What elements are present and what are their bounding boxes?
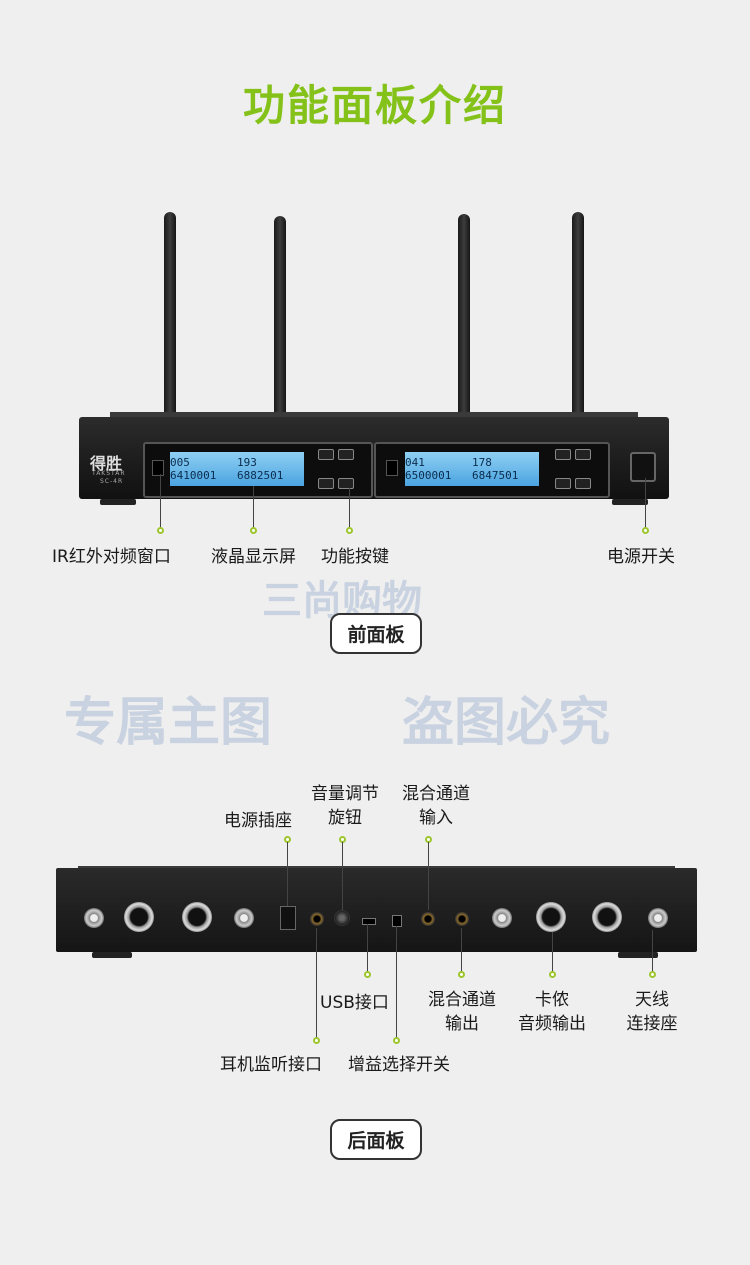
- mix-output-jack: [455, 912, 469, 926]
- rear-panel-image: [0, 860, 750, 960]
- button-right-4[interactable]: [575, 478, 591, 489]
- xlr-output-c: [182, 902, 212, 932]
- button-right-3[interactable]: [555, 478, 571, 489]
- ir-window: [152, 460, 164, 476]
- button-left-2[interactable]: [338, 449, 354, 460]
- label-volume-knob-line2: 旋钮: [328, 808, 362, 828]
- label-antenna-socket-line1: 天线: [635, 990, 669, 1010]
- lcd-right-ch2: 178 6847501: [472, 456, 519, 482]
- ir-window-right: [386, 460, 398, 476]
- callout-dot-power-switch: [642, 527, 649, 534]
- lcd-left-ch1: 005 6410001: [170, 456, 217, 482]
- label-xlr-out-line1: 卡侬: [535, 990, 569, 1010]
- rear-chassis: [56, 868, 697, 952]
- button-right-2[interactable]: [575, 449, 591, 460]
- brand-logo: 得胜: [90, 454, 123, 473]
- label-headphone: 耳机监听接口: [220, 1055, 322, 1075]
- label-power-switch: 电源开关: [607, 547, 675, 567]
- callout-dot-lcd: [250, 527, 257, 534]
- callout-dot-ir: [157, 527, 164, 534]
- antenna-socket-b2: [492, 908, 512, 928]
- button-right-1[interactable]: [555, 449, 571, 460]
- antenna-socket-b: [84, 908, 104, 928]
- front-panel-image: 得胜 TAKSTAR SC-4R 005 6410001 193 6882501…: [0, 0, 750, 520]
- antenna-3: [458, 214, 470, 418]
- xlr-output-b: [536, 902, 566, 932]
- button-left-1[interactable]: [318, 449, 334, 460]
- antenna-1: [164, 212, 176, 418]
- antenna-socket-a: [648, 908, 668, 928]
- label-lcd: 液晶显示屏: [211, 547, 296, 567]
- button-left-4[interactable]: [338, 478, 354, 489]
- label-antenna-socket-line2: 连接座: [626, 1014, 678, 1034]
- label-mix-in-line1: 混合通道: [402, 784, 470, 804]
- volume-knob: [334, 910, 350, 926]
- power-switch[interactable]: [630, 452, 656, 482]
- antenna-4: [572, 212, 584, 418]
- brand-sub: TAKSTAR: [92, 470, 126, 477]
- label-function-keys: 功能按键: [321, 547, 389, 567]
- label-ir-window: IR红外对频窗口: [52, 547, 171, 567]
- mix-input-jack: [421, 912, 435, 926]
- label-gain-switch: 增益选择开关: [348, 1055, 450, 1075]
- xlr-output-a: [592, 902, 622, 932]
- antenna-socket-c: [234, 908, 254, 928]
- callout-dot-keys: [346, 527, 353, 534]
- label-volume-knob-line1: 音量调节: [311, 784, 379, 804]
- xlr-output-d: [124, 902, 154, 932]
- antenna-2: [274, 216, 286, 418]
- lcd-left-ch2: 193 6882501: [237, 456, 284, 482]
- gain-switch: [392, 915, 402, 927]
- label-power-socket: 电源插座: [224, 811, 292, 831]
- watermark-line1: 专属主图: [64, 693, 273, 753]
- headphone-jack: [310, 912, 324, 926]
- label-mix-out-line1: 混合通道: [428, 990, 496, 1010]
- label-mix-out-line2: 输出: [445, 1014, 479, 1034]
- page-title: 功能面板介绍: [242, 81, 507, 130]
- power-socket: [280, 906, 296, 930]
- watermark-line2: 盗图必究: [402, 693, 611, 753]
- button-left-3[interactable]: [318, 478, 334, 489]
- label-xlr-out-line2: 音频输出: [518, 1014, 586, 1034]
- label-usb: USB接口: [320, 993, 389, 1013]
- rear-panel-caption: 后面板: [330, 1119, 422, 1160]
- lcd-display-left: 005 6410001 193 6882501: [170, 452, 304, 486]
- label-mix-in-line2: 输入: [419, 808, 453, 828]
- front-panel-caption: 前面板: [330, 613, 422, 654]
- model-number: SC-4R: [100, 478, 124, 485]
- lcd-display-right: 041 6500001 178 6847501: [405, 452, 539, 486]
- usb-port: [362, 918, 376, 925]
- lcd-right-ch1: 041 6500001: [405, 456, 452, 482]
